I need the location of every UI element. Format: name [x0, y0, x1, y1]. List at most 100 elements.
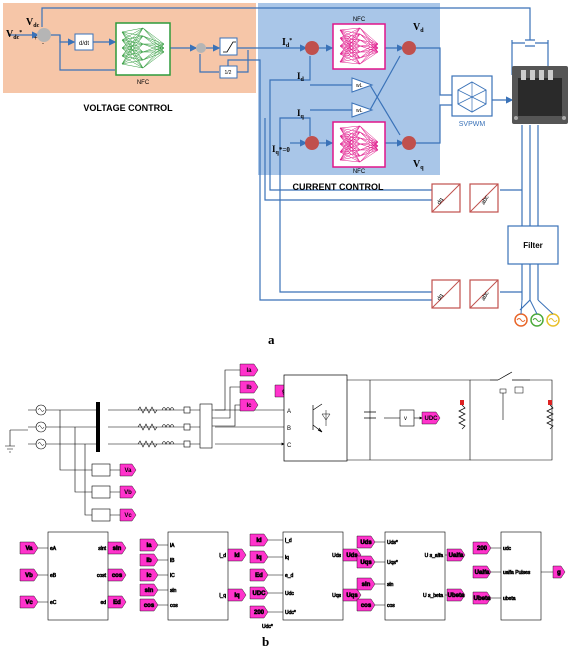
- abc-dq-block-out-0: Id: [227, 548, 247, 562]
- svg-text:Vb: Vb: [25, 573, 33, 579]
- tag-g-output: g: [552, 565, 566, 579]
- abc-dq-block-out-1: Iq: [227, 588, 247, 602]
- voltage-control-title: VOLTAGE CONTROL: [83, 103, 173, 113]
- dc-resistor-2: [546, 404, 554, 430]
- svg-text:sin: sin: [362, 582, 371, 588]
- svg-text:Id: Id: [297, 71, 305, 83]
- transform-bottom-1: dq: [431, 279, 461, 309]
- vc-measure-block: [91, 508, 111, 522]
- ac-source-c: [35, 438, 47, 450]
- dq-alphabeta-block-in-1: Uqs: [356, 555, 376, 569]
- pll-block-out-2: Ed: [107, 595, 127, 609]
- vd-sum-junction: [402, 41, 416, 55]
- svpwm-label: SVPWM: [459, 121, 486, 128]
- pwm-block-in-0: 200: [472, 541, 492, 555]
- svg-text:200: 200: [477, 546, 488, 552]
- svg-text:Ualfa: Ualfa: [475, 570, 490, 576]
- svg-text:abc: abc: [481, 291, 491, 302]
- controller-block-in-0: Id: [249, 533, 269, 547]
- current-nfc-d-label: NFC: [353, 17, 366, 23]
- panel-a-caption: a: [268, 332, 275, 347]
- svg-text:eB: eB: [50, 573, 57, 579]
- transform-top-1: dq: [431, 183, 461, 213]
- dq-alphabeta-block-out-1: Ubeta: [446, 588, 465, 602]
- transform-top-2: abc: [469, 183, 499, 213]
- pwm-block-in-1: Ualfa: [472, 565, 492, 579]
- svg-text:sin: sin: [387, 582, 394, 588]
- svpwm-block: SVPWM: [451, 75, 493, 128]
- svg-text:Vc: Vc: [25, 600, 33, 606]
- tag-ib: Ib: [239, 380, 259, 394]
- svg-text:sin: sin: [145, 588, 154, 594]
- abc-dq-block-in-1: Ib: [139, 553, 159, 567]
- svg-text:cos: cos: [112, 573, 123, 579]
- ac-source-a: [35, 404, 47, 416]
- voltage-measure-block: [399, 409, 415, 427]
- svg-text:cos: cos: [387, 603, 395, 609]
- svg-text:eC: eC: [50, 600, 57, 606]
- svg-text:sint: sint: [98, 546, 106, 552]
- svg-text:sin: sin: [170, 588, 177, 594]
- svg-text:sin: sin: [113, 546, 122, 552]
- vb-measure-block: [91, 485, 111, 499]
- vd-label: V: [413, 22, 421, 33]
- svg-text:i_d: i_d: [285, 538, 292, 544]
- current-nfc-q-block: NFC: [332, 121, 386, 175]
- wl-block-d: [351, 77, 374, 93]
- dc-capacitor: [512, 39, 548, 47]
- svg-text:Id*: Id*: [282, 37, 292, 49]
- svg-text:U s_alfa: U s_alfa: [425, 553, 444, 559]
- svg-text:ubeta: ubeta: [503, 596, 516, 602]
- abc-dq-block-in-0: Ia: [139, 538, 159, 552]
- svg-text:Ed: Ed: [255, 573, 263, 579]
- vdc-sub: dc: [33, 23, 39, 29]
- svg-text:ualfa Pulses: ualfa Pulses: [503, 570, 531, 576]
- svg-text:Uqs*: Uqs*: [387, 560, 398, 566]
- svg-text:wL: wL: [356, 83, 363, 89]
- svg-text:iq: iq: [285, 555, 289, 561]
- transform-bottom-2: abc: [469, 279, 499, 309]
- svg-text:Udc*: Udc*: [285, 610, 296, 616]
- svg-text:Uds: Uds: [332, 553, 341, 559]
- svg-text:abc: abc: [481, 195, 491, 206]
- controller-block-out-0: Uds: [342, 548, 362, 562]
- svg-text:C: C: [287, 443, 292, 449]
- svg-text:v: v: [404, 416, 407, 422]
- svg-text:iC: iC: [170, 573, 175, 579]
- dq-alphabeta-block-in-0: Uds: [356, 535, 376, 549]
- saturation-block: [219, 37, 238, 56]
- abc-dq-block-in-3: sin: [139, 583, 159, 597]
- dc-resistor-1: [458, 404, 466, 430]
- svg-text:g: g: [557, 570, 561, 576]
- svg-text:-: -: [42, 41, 44, 47]
- svg-text:wL: wL: [356, 108, 363, 114]
- svg-text:Iq: Iq: [234, 593, 240, 599]
- dq-alphabeta-block-in-2: sin: [356, 577, 376, 591]
- bus-bar: [96, 402, 100, 452]
- svg-text:Ia: Ia: [146, 543, 152, 549]
- half-block: [219, 65, 238, 79]
- svg-text:Uds: Uds: [360, 540, 372, 546]
- tag-udc: UDC: [421, 411, 441, 425]
- svg-text:Ib: Ib: [246, 385, 252, 391]
- svg-text:i_q: i_q: [219, 593, 226, 599]
- ground-icon: [5, 445, 15, 453]
- svg-text:A: A: [287, 409, 291, 415]
- svg-text:Vdc*: Vdc*: [6, 29, 22, 41]
- id-label: I: [297, 71, 301, 81]
- vq-sum-junction: [402, 136, 416, 150]
- svg-text:eA: eA: [50, 546, 57, 552]
- svg-text:Uqs: Uqs: [332, 593, 341, 599]
- id-sum-junction: [305, 41, 319, 55]
- svg-text:Vc: Vc: [124, 513, 132, 519]
- controller-block-in-4: 200: [249, 605, 269, 619]
- controller-block-out-1: Uqs: [342, 588, 362, 602]
- pll-block-in-0: Va: [19, 541, 39, 555]
- svg-text:U s_beta: U s_beta: [423, 593, 443, 599]
- voltage-nfc-block: NFC: [115, 22, 171, 86]
- svg-text:Uds*: Uds*: [387, 540, 398, 546]
- svg-text:i_d: i_d: [219, 553, 226, 559]
- inverter-bridge: A B C: [283, 374, 348, 462]
